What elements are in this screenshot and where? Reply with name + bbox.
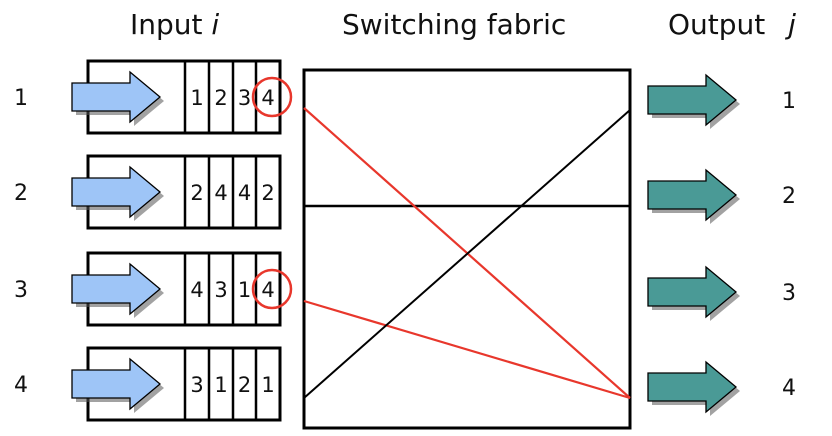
input-number-label: 1 xyxy=(14,86,28,111)
fabric-box xyxy=(302,68,632,430)
queue-packet-label: 2 xyxy=(190,181,203,205)
output-arrow-icon xyxy=(647,73,738,127)
output-number-label: 3 xyxy=(782,281,796,306)
input-header: Input i xyxy=(130,8,219,41)
output-arrow-icon xyxy=(647,265,738,319)
output-ports: 1 2 3 4 xyxy=(647,73,796,416)
head-of-line-highlight xyxy=(251,76,293,118)
output-port-4: 4 xyxy=(647,360,796,416)
output-number-label: 2 xyxy=(782,184,796,209)
connection-4-to-1 xyxy=(303,109,631,399)
input-arrow-icon xyxy=(71,165,162,219)
queue-packet-label: 1 xyxy=(238,278,251,302)
fabric-header: Switching fabric xyxy=(342,8,566,41)
output-number-label: 4 xyxy=(782,376,796,401)
output-port-2: 2 xyxy=(647,168,796,224)
output-header-var: j xyxy=(784,8,796,41)
queue-packet-label: 3 xyxy=(190,373,203,397)
fabric-connections xyxy=(303,107,631,400)
output-arrow-icon xyxy=(647,360,738,414)
input-number-label: 2 xyxy=(14,181,28,206)
queue-packet-label: 2 xyxy=(214,86,227,110)
input-number-label: 3 xyxy=(14,278,28,303)
output-port-3: 3 xyxy=(647,265,796,321)
output-arrow-icon xyxy=(647,168,738,222)
input-arrow-icon xyxy=(71,70,162,124)
input-number-label: 4 xyxy=(14,373,28,398)
queue-packet-label: 4 xyxy=(261,278,274,302)
input-arrow-icon xyxy=(71,357,162,411)
output-header: Output j xyxy=(668,8,796,41)
queue-packet-label: 4 xyxy=(238,181,251,205)
queue-packet-label: 3 xyxy=(214,278,227,302)
queue-packet-label: 4 xyxy=(261,86,274,110)
input-arrow-icon xyxy=(71,262,162,316)
queue-packet-label: 2 xyxy=(261,181,274,205)
input-header-var: i xyxy=(211,8,219,41)
queue-packet-label: 1 xyxy=(261,373,274,397)
input-header-label: Input xyxy=(130,8,203,41)
blocked-connection-3-to-4 xyxy=(303,299,631,400)
queue-packet-label: 1 xyxy=(214,373,227,397)
output-header-label: Output xyxy=(668,8,765,41)
output-port-1: 1 xyxy=(647,73,796,129)
head-of-line-highlight xyxy=(251,268,293,310)
queue-packet-label: 2 xyxy=(238,373,251,397)
output-number-label: 1 xyxy=(782,89,796,114)
queue-packet-label: 3 xyxy=(238,86,251,110)
queue-packet-label: 1 xyxy=(190,86,203,110)
switching-fabric xyxy=(302,68,632,430)
queue-packet-label: 4 xyxy=(214,181,227,205)
queue-packet-label: 4 xyxy=(190,278,203,302)
